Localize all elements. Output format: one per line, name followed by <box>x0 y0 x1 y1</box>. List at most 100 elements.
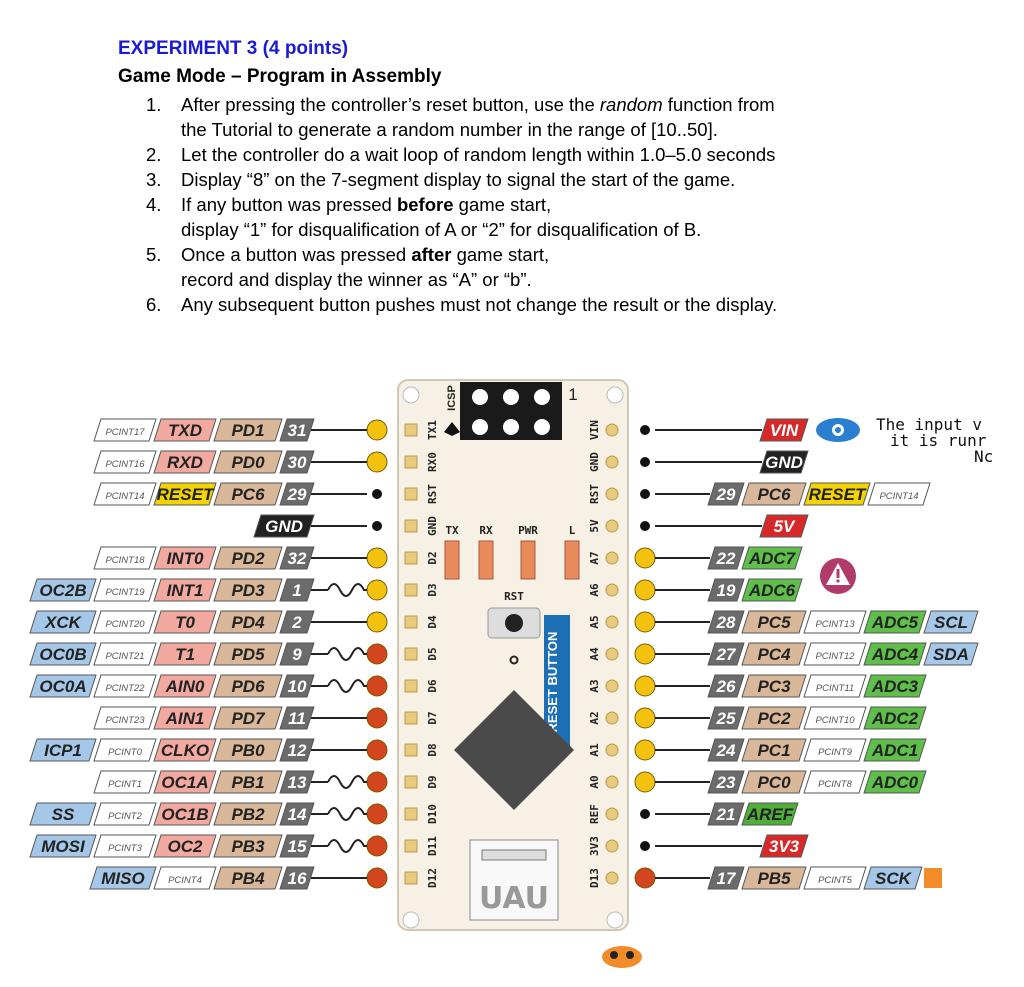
header-label: D2 <box>426 551 439 564</box>
alt-function-label: RXD <box>167 453 203 472</box>
step-text-line: display “1” for disqualification of A or… <box>181 217 906 242</box>
header-pin <box>404 871 418 885</box>
pin-dot <box>634 867 656 889</box>
port-box <box>213 610 283 634</box>
pin-dot <box>366 867 388 889</box>
instruction-step: 6.Any subsequent button pushes must not … <box>146 292 906 317</box>
instruction-step: 4.If any button was pressed before game … <box>146 192 906 242</box>
step-text-line: Any subsequent button pushes must not ch… <box>181 292 906 317</box>
pin-number-box <box>279 866 315 890</box>
step-text: display “1” for disqualification of A or… <box>181 219 702 240</box>
sck-icon <box>924 868 942 888</box>
port-label: PC0 <box>757 773 791 792</box>
emphasis-bold: before <box>396 194 454 215</box>
atmega-chip <box>454 690 574 810</box>
alt-function-box <box>153 610 217 634</box>
ext-function-box <box>923 610 979 634</box>
step-text: Any subsequent button pushes must not ch… <box>181 294 778 315</box>
header-label: D9 <box>426 775 439 788</box>
pin-number-box <box>707 706 745 730</box>
header-pin <box>605 839 619 853</box>
step-text: Display “8” on the 7-segment display to … <box>181 169 736 190</box>
adc-label: ADC3 <box>871 677 919 696</box>
reset-button-label: RESET BUTTON <box>545 632 560 733</box>
pcint-label: PCINT9 <box>818 747 853 758</box>
header-label: D10 <box>426 804 439 824</box>
port-label: 5V <box>774 517 796 536</box>
step-text-line: If any button was pressed before game st… <box>181 192 906 217</box>
pin-dot <box>634 771 656 793</box>
adc-label: ADC1 <box>871 741 918 760</box>
pcint-box <box>93 610 157 634</box>
port-box <box>213 578 283 602</box>
pcint-label: PCINT13 <box>815 619 855 630</box>
header-label: A2 <box>588 711 601 724</box>
ext-function-box <box>29 610 97 634</box>
port-label: GND <box>265 517 303 536</box>
pin-number: 32 <box>288 549 307 568</box>
adc-box <box>863 674 927 698</box>
pin-dot <box>634 707 656 729</box>
header-pin <box>404 519 418 533</box>
adc-box <box>863 610 927 634</box>
header-label: REF <box>588 804 601 824</box>
pcint-box <box>93 482 157 506</box>
alt-function-label: T1 <box>175 645 195 664</box>
pin-number-box <box>279 834 315 858</box>
warning-icon-dot <box>836 579 840 583</box>
alt-function-label: OC2 <box>168 837 204 856</box>
pin-dot <box>634 579 656 601</box>
header-pin <box>404 615 418 629</box>
pcint-box <box>867 482 931 506</box>
pin-number: 12 <box>288 741 307 760</box>
mount-hole <box>606 386 624 404</box>
pin-number-box <box>279 450 315 474</box>
pin-dot <box>366 803 388 825</box>
step-text: Once a button was pressed <box>181 244 412 265</box>
warning-icon-mark <box>836 569 840 578</box>
port-box <box>253 514 315 538</box>
port-label: PB5 <box>757 869 791 888</box>
port-label: PD4 <box>231 613 265 632</box>
pcint-box <box>803 738 867 762</box>
port-box <box>213 450 283 474</box>
pcint-box <box>93 834 157 858</box>
pwm-wave-icon <box>327 583 367 597</box>
port-box <box>741 738 807 762</box>
alt-function-box <box>153 770 217 794</box>
ext-function-label: OC2B <box>39 581 86 600</box>
ext-function-label: SCL <box>934 613 968 632</box>
instruction-list: 1.After pressing the controller’s reset … <box>146 92 906 317</box>
pin-dot <box>640 809 650 819</box>
adc-label: ADC2 <box>871 709 919 728</box>
step-text-line: Let the controller do a wait loop of ran… <box>181 142 906 167</box>
step-number: 1. <box>146 94 162 115</box>
port-box <box>213 546 283 570</box>
header-pin <box>605 871 619 885</box>
port-label: PC6 <box>757 485 791 504</box>
header-label: D13 <box>588 868 601 888</box>
port-box <box>741 482 807 506</box>
mount-hole <box>402 911 420 929</box>
port-label: PD3 <box>231 581 265 600</box>
alt-function-box <box>803 482 871 506</box>
pin-number: 23 <box>716 773 736 792</box>
pcint-label: PCINT19 <box>105 587 145 598</box>
port-box <box>741 642 807 666</box>
pcint-label: PCINT16 <box>105 459 145 470</box>
port-label: PC4 <box>757 645 791 664</box>
pin-number: 16 <box>288 869 307 888</box>
pcint-box <box>93 738 157 762</box>
icsp-pin <box>472 389 488 405</box>
port-box <box>741 866 807 890</box>
pcint-label: PCINT8 <box>818 779 853 790</box>
pwm-wave-icon <box>327 647 367 661</box>
port-box <box>213 802 283 826</box>
pin-number-box <box>279 610 315 634</box>
alt-function-label: RESET <box>809 485 867 504</box>
pcint-box <box>803 706 867 730</box>
step-text-line: Display “8” on the 7-segment display to … <box>181 167 906 192</box>
ext-function-box <box>29 802 97 826</box>
pin-number-box <box>707 642 745 666</box>
port-label: PB0 <box>231 741 265 760</box>
